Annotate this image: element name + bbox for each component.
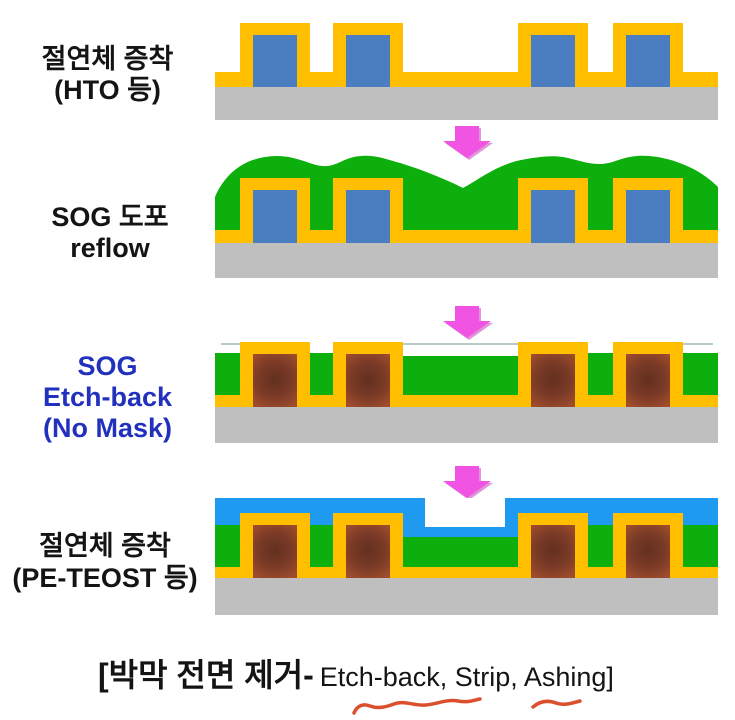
gate-electrode [531,525,575,578]
substrate-layer [215,243,718,278]
etch-level-line [403,343,520,345]
gate-cap [613,23,683,87]
down-arrow-icon [443,306,491,338]
hto-liner-layer [215,567,718,578]
stage-3-label-line-2: Etch-back [42,382,173,412]
caption-english: Etch-back, Strip, Ashing] [319,662,614,692]
gate-electrode [531,354,575,407]
etch-level-line [221,343,240,345]
gate-cap [613,178,683,243]
stage-3-diagram [215,342,718,443]
gate-electrode [531,35,575,87]
stage-3-label: SOG Etch-back (No Mask) [20,351,195,444]
gate-cap [518,23,588,87]
red-underline-annotation-icon [352,697,582,715]
caption-korean: [박막 전면 제거- [98,657,314,693]
gate-cap [240,178,310,243]
bottom-caption: [박막 전면 제거-Etch-back, Strip, Ashing] [98,650,614,696]
substrate-layer [215,578,718,615]
gate-cap [333,178,403,243]
gate-electrode [626,35,670,87]
gate-electrode [346,525,390,578]
gate-cap [240,342,310,407]
stage-3-label-line-3: (No Mask) [42,413,172,443]
gate-cap [333,23,403,87]
etch-level-line [683,343,713,345]
gate-cap [333,513,403,578]
gate-electrode [626,525,670,578]
substrate-layer [215,407,718,443]
etched-recess [403,342,520,356]
stage-4-label-line-1: 절연체 증착 [39,531,171,561]
stage-2-diagram [215,150,718,278]
gate-electrode [346,35,390,87]
stage-1-label-line-2: (HTO 등) [54,75,161,105]
gate-cap [518,513,588,578]
gate-cap [613,342,683,407]
substrate-layer [215,87,718,120]
stage-1-label: 절연체 증착 (HTO 등) [15,44,200,106]
teos-step-notch [425,498,505,527]
gate-electrode [253,525,297,578]
stage-1-label-line-1: 절연체 증착 [41,44,174,74]
gate-cap [333,342,403,407]
gate-cap [518,342,588,407]
gate-cap [613,513,683,578]
stage-2-label-line-2: reflow [70,233,150,263]
stage-4-label-line-2: (PE-TEOST 등) [12,563,198,593]
gate-electrode [253,354,297,407]
stage-2-label-line-1: SOG 도포 [51,202,169,232]
gate-cap [240,513,310,578]
gate-electrode [626,190,670,243]
stage-4-label: 절연체 증착 (PE-TEOST 등) [5,530,205,594]
stage-1-diagram [215,23,718,120]
gate-electrode [253,190,297,243]
gate-electrode [253,35,297,87]
down-arrow-icon [443,466,491,498]
stage-4-diagram [215,498,718,615]
stage-2-label: SOG 도포 reflow [25,202,195,264]
gate-electrode [531,190,575,243]
stage-3-label-line-1: SOG [77,351,138,381]
gate-electrode [346,354,390,407]
down-arrow-icon [443,126,491,158]
gate-electrode [626,354,670,407]
gate-electrode [346,190,390,243]
gate-cap [240,23,310,87]
gate-cap [518,178,588,243]
